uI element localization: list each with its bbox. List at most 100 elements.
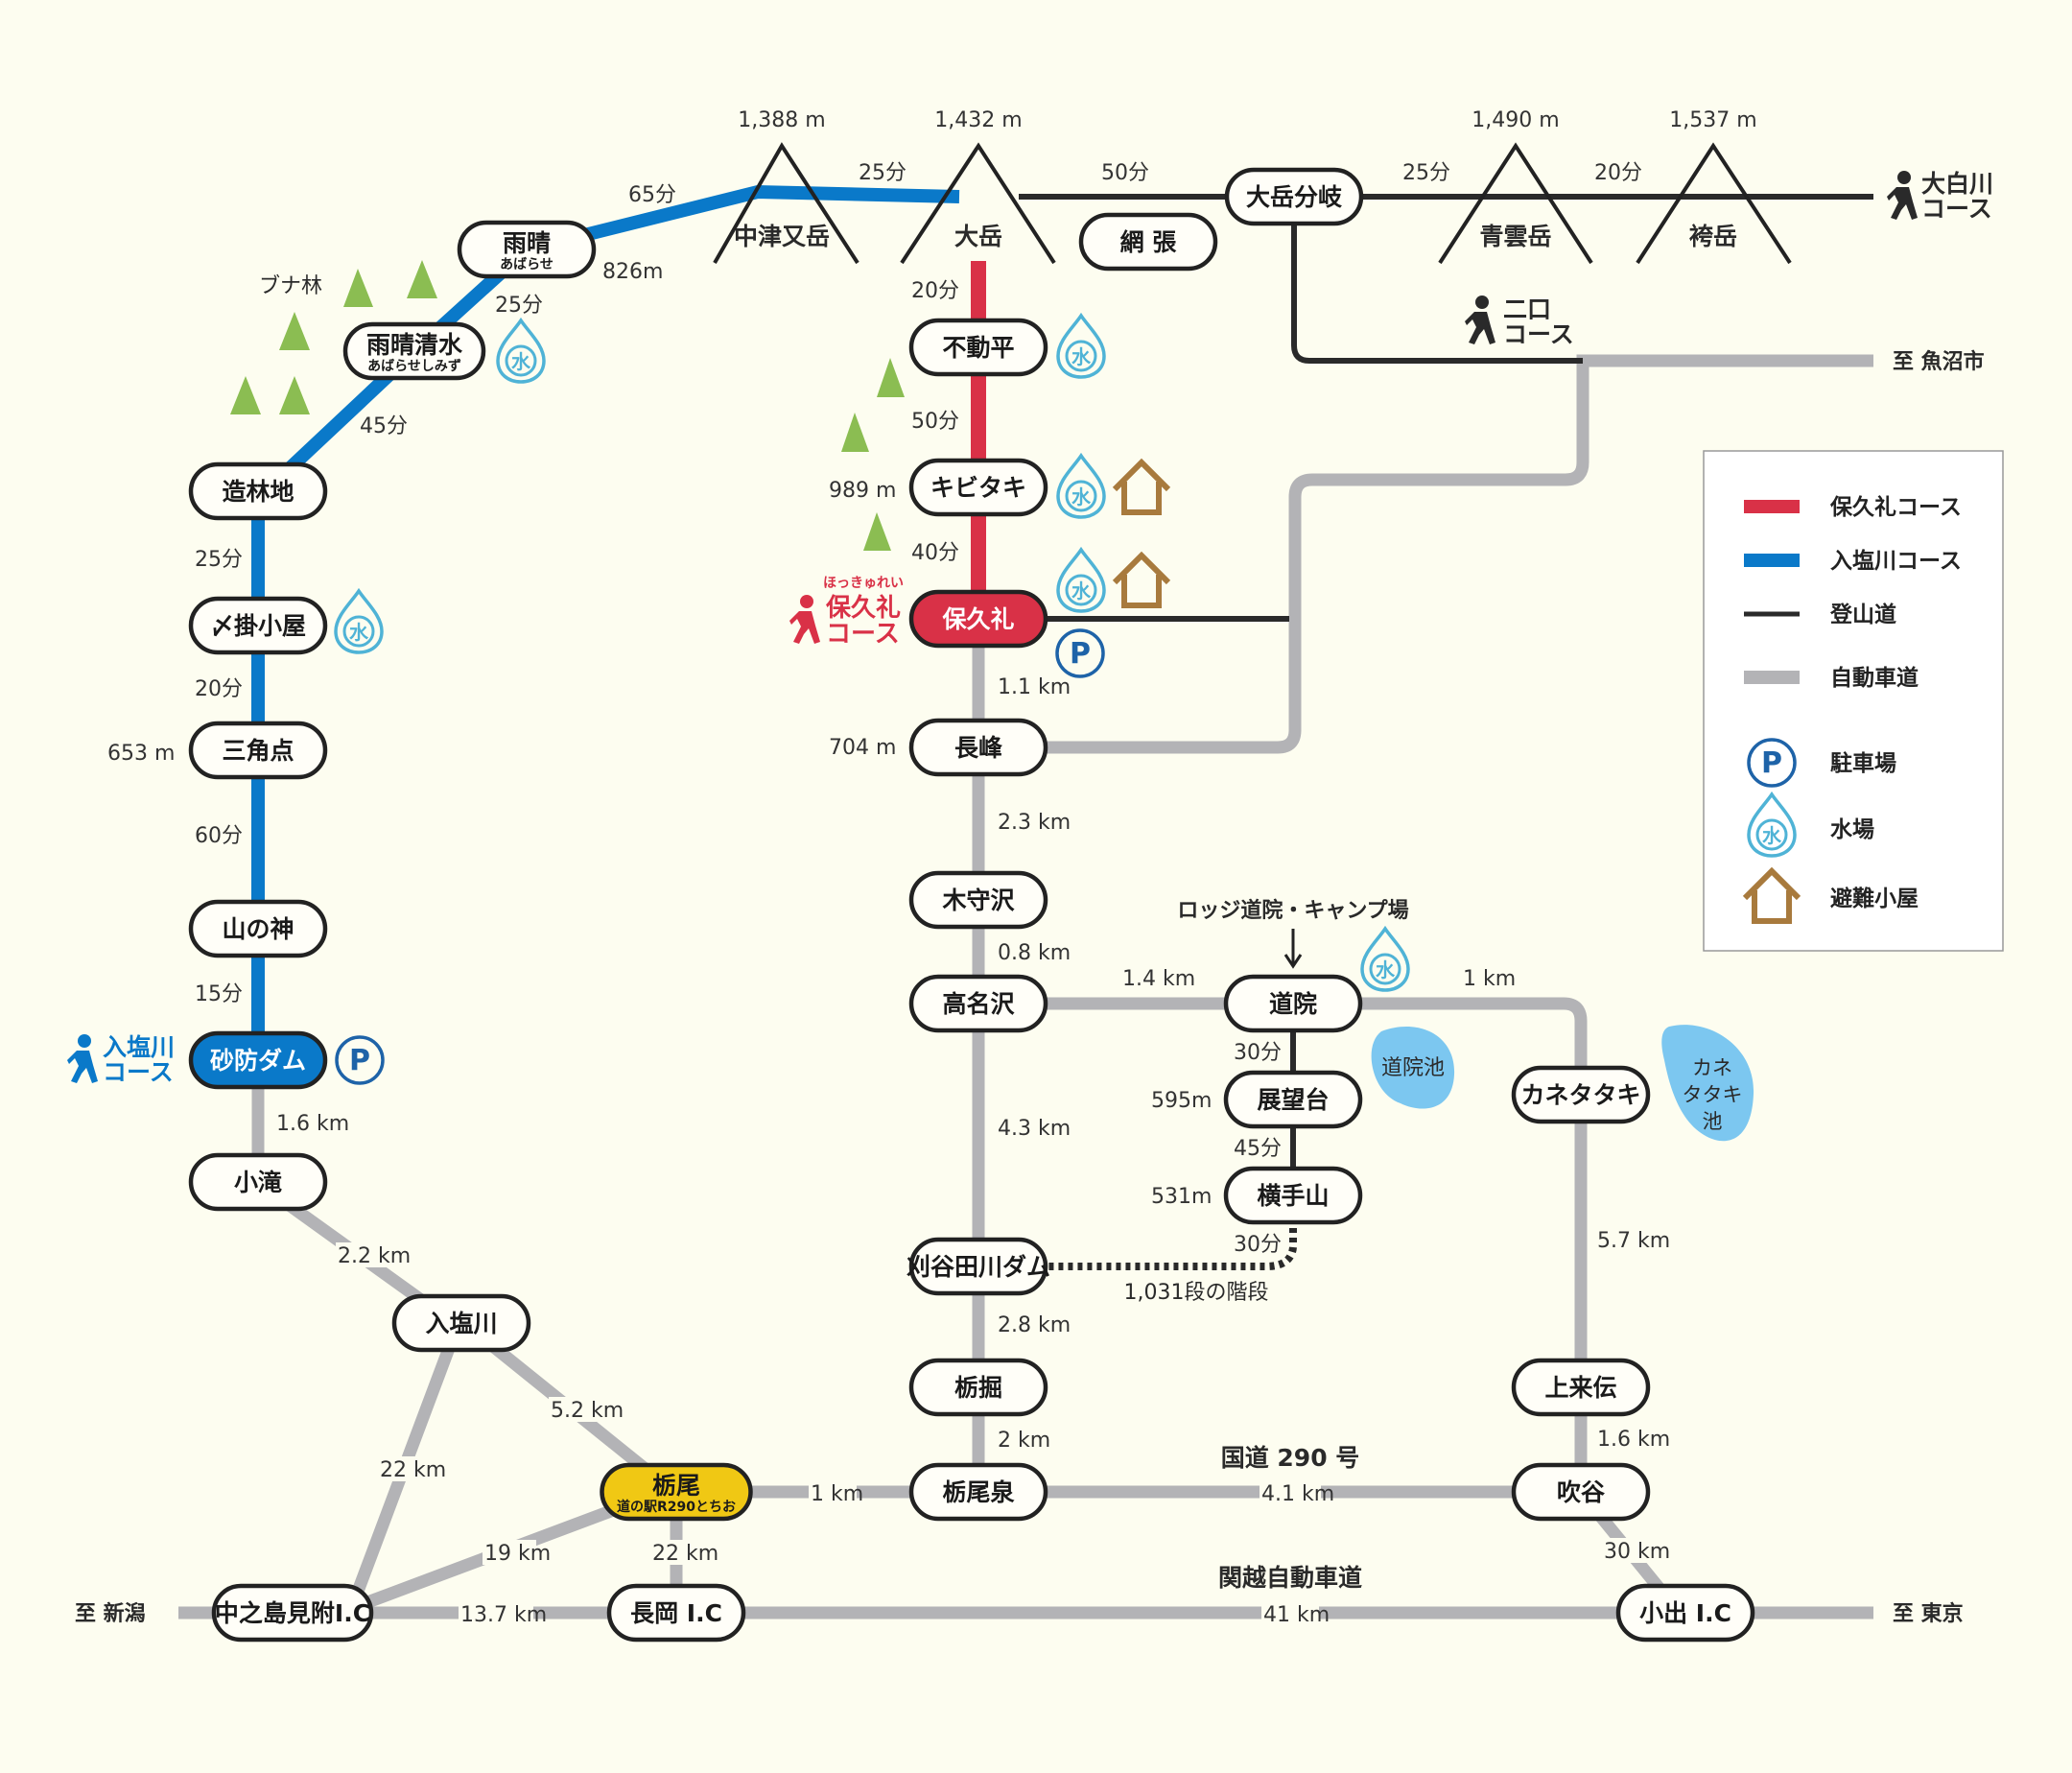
node-pill [188, 1152, 328, 1212]
node-kanetataki[interactable]: カネタタキ [1511, 1065, 1651, 1124]
trail-stairs [1046, 1228, 1297, 1270]
node-koide-ic[interactable]: 小出 I.C [1615, 1583, 1755, 1643]
peak-name: 大岳 [954, 223, 1002, 250]
node-pill [1511, 1358, 1651, 1417]
node-takanazawa[interactable]: 高名沢 [908, 974, 1048, 1033]
node-label: 雨晴清水 [366, 331, 463, 359]
legend-item: 自動車道 [1744, 665, 1919, 691]
tree-icon [407, 260, 437, 298]
node-label: カネタタキ [1520, 1081, 1640, 1109]
course-name: 保久礼 [825, 593, 901, 623]
lodge-arrow-icon [1283, 929, 1303, 969]
legend-swatch [1744, 671, 1800, 684]
node-pill [188, 721, 328, 780]
elev-nagamine: 704 m [829, 736, 896, 760]
node-kariyata-dam[interactable]: 刈谷田川ダム [906, 1237, 1050, 1296]
legend-label: 入塩川コース [1830, 548, 1962, 574]
legend-label: 水場 [1830, 817, 1874, 842]
node-zourinchi[interactable]: 造林地 [188, 461, 328, 521]
node-sabo-dam[interactable]: 砂防ダム [188, 1030, 328, 1090]
node-pill [1511, 1065, 1651, 1124]
kanetataki-pond-label-2: タタキ [1683, 1083, 1743, 1106]
dist-irishiokawa-nakanoshima: 22 km [380, 1458, 446, 1482]
label-bg [1261, 1601, 1319, 1626]
node-tochio-izumi[interactable]: 栃尾泉 [908, 1462, 1048, 1522]
svg-text:水: 水 [1071, 579, 1092, 603]
elev-sankakuten: 653 m [107, 742, 175, 766]
node-yamanokami[interactable]: 山の神 [188, 899, 328, 958]
svg-text:水: 水 [1071, 485, 1092, 508]
node-pill [600, 1462, 753, 1522]
node-label: 長峰 [954, 734, 1002, 762]
svg-text:水: 水 [349, 621, 369, 644]
node-pill [188, 1030, 328, 1090]
node-kibitaki[interactable]: キビタキ [908, 458, 1048, 517]
time-bunki-aokumo: 25分 [1402, 161, 1450, 185]
hut-icon [1112, 458, 1171, 515]
node-pill [188, 899, 328, 958]
node-label: 不動平 [942, 334, 1014, 362]
time-aokumo-hakama: 20分 [1594, 161, 1642, 185]
lodge-label: ロッジ道院・キャンプ場 [1177, 898, 1408, 923]
course-suffix: コース [1503, 320, 1574, 348]
node-pill [1223, 1070, 1363, 1129]
node-sankakuten[interactable]: 三角点 [188, 721, 328, 780]
node-otake-bunki[interactable]: 大岳分岐 [1224, 167, 1364, 226]
legend-item: 保久礼コース [1744, 494, 1962, 520]
hokkyurei-course-badge: ほっきゅれい 保久礼 コース [789, 576, 904, 649]
node-doin[interactable]: 道院 [1223, 974, 1363, 1033]
node-yokoteyama[interactable]: 横手山 [1223, 1166, 1363, 1225]
road-distance-labels: 1.1 km 2.3 km 0.8 km 1.4 km 4.3 km 2.8 k… [276, 675, 1670, 1627]
node-tenbodai[interactable]: 展望台 [1223, 1070, 1363, 1129]
to-tokyo-label: 至 東京 [1893, 1601, 1964, 1626]
hut-icon [1112, 551, 1171, 608]
elevation-labels: 826m 653 m 989 m 704 m 595m 531m [107, 260, 1212, 1209]
node-hokkyurei[interactable]: 保久礼 [908, 589, 1048, 649]
time-abarase-nakatsumata: 65分 [628, 183, 676, 207]
node-kamikuruden[interactable]: 上来伝 [1511, 1358, 1651, 1417]
node-tochihori[interactable]: 栃掘 [908, 1358, 1048, 1417]
label-bg [650, 1540, 704, 1565]
elev-kibitaki: 989 m [829, 479, 896, 503]
node-label: 保久礼 [941, 605, 1014, 633]
node-kimorizawa[interactable]: 木守沢 [908, 870, 1048, 930]
course-name: 入塩川 [103, 1033, 175, 1061]
node-nagamine[interactable]: 長峰 [908, 718, 1048, 777]
node-nakanoshima-ic[interactable]: 中之島見附I.C [211, 1583, 374, 1643]
course-reading: ほっきゅれい [823, 576, 904, 591]
node-label: 雨晴 [503, 229, 551, 257]
node-label: 道院 [1269, 990, 1317, 1018]
hut-icon [1742, 866, 1801, 924]
node-kotaki[interactable]: 小滝 [188, 1152, 328, 1212]
node-pill [908, 589, 1048, 649]
node-fukiya[interactable]: 吹谷 [1511, 1462, 1651, 1522]
trail-time-labels: 65分 25分 50分 25分 20分 25分 45分 25分 20分 60分 … [195, 161, 1642, 1257]
node-shimekake[interactable]: 〆掛小屋 [188, 596, 328, 655]
peak-elevation: 1,432 m [934, 108, 1022, 132]
peak-otake-shape [900, 142, 1056, 265]
node-pill [908, 1462, 1048, 1522]
svg-text:P: P [1761, 746, 1782, 780]
node-label: 網 張 [1120, 228, 1178, 256]
peak-elevation: 1,388 m [738, 108, 825, 132]
dist-kanetataki-kamikuruden: 5.7 km [1597, 1229, 1670, 1253]
node-nagaoka-ic[interactable]: 長岡 I.C [606, 1583, 746, 1643]
label-bg [1260, 1480, 1321, 1505]
node-irishiokawa[interactable]: 入塩川 [391, 1293, 531, 1353]
dist-fukiya-koide: 30 km [1604, 1540, 1670, 1564]
node-fudodaira[interactable]: 不動平 [908, 318, 1048, 377]
node-label: 横手山 [1257, 1182, 1329, 1210]
tree-icon [279, 376, 310, 414]
time-shimekake-sankakuten: 20分 [195, 677, 243, 701]
time-sankakuten-yamanokami: 60分 [195, 824, 243, 848]
hiker-icon [1887, 171, 1918, 220]
irishiokawa-course-badge: 入塩川 コース [67, 1033, 175, 1086]
node-amihari[interactable]: 網 張 [1078, 212, 1218, 272]
beech-forest-label: ブナ林 [259, 274, 322, 298]
peak-name: 袴岳 [1689, 223, 1737, 250]
water-icon: 水 [496, 317, 546, 384]
